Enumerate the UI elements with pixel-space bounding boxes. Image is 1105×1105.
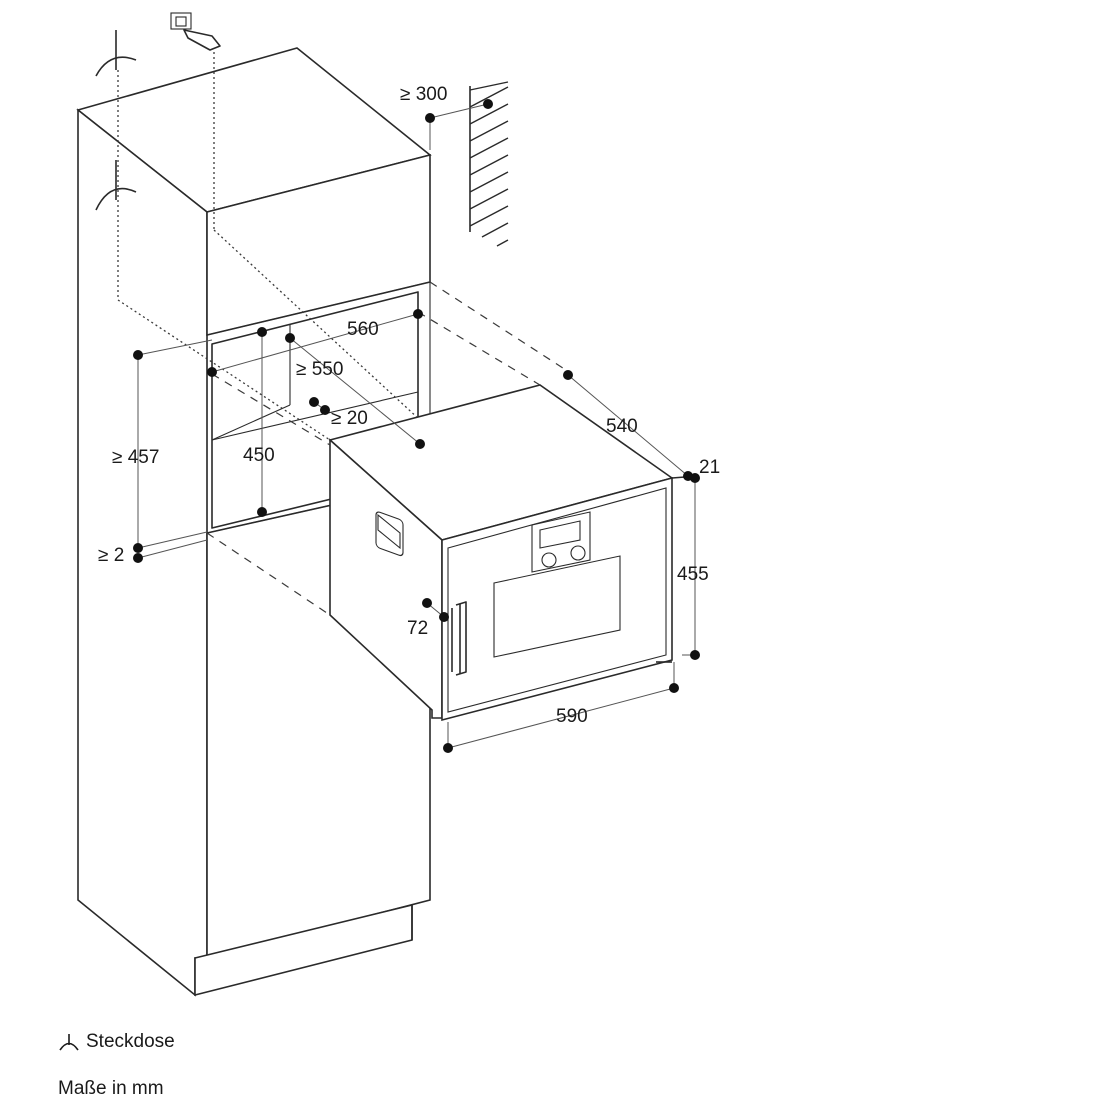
- dim-457: ≥ 457: [112, 447, 159, 468]
- dim-20: ≥ 20: [331, 408, 368, 429]
- dim-450: 450: [243, 445, 275, 466]
- dim-2: ≥ 2: [98, 545, 124, 566]
- dim-540: 540: [606, 416, 638, 437]
- legend-units: Maße in mm: [58, 1078, 164, 1099]
- cable-path: [117, 70, 331, 441]
- dim-550: ≥ 550: [296, 359, 343, 380]
- dim-300: ≥ 300: [400, 84, 447, 105]
- cable-path-2: [213, 229, 421, 421]
- dimension-markers: [133, 99, 700, 753]
- rear-wall-hatching: [469, 81, 509, 247]
- dim-21: 21: [699, 457, 720, 478]
- dim-72: 72: [407, 618, 428, 639]
- legend-socket-label: Steckdose: [86, 1031, 175, 1052]
- legend-socket: Steckdose: [58, 1031, 175, 1053]
- plug-icon: [170, 12, 221, 230]
- oven-appliance: [328, 384, 699, 722]
- projection-lines: [206, 281, 567, 616]
- socket-symbol-icon: [95, 30, 137, 211]
- dim-455: 455: [677, 564, 709, 585]
- socket-symbol-icon: [59, 1034, 79, 1051]
- dim-560: 560: [347, 319, 379, 340]
- dim-590: 590: [556, 706, 588, 727]
- dimension-labels: ≥ 300 560 ≥ 550 ≥ 20 540 21 ≥ 457 450 45…: [98, 84, 720, 727]
